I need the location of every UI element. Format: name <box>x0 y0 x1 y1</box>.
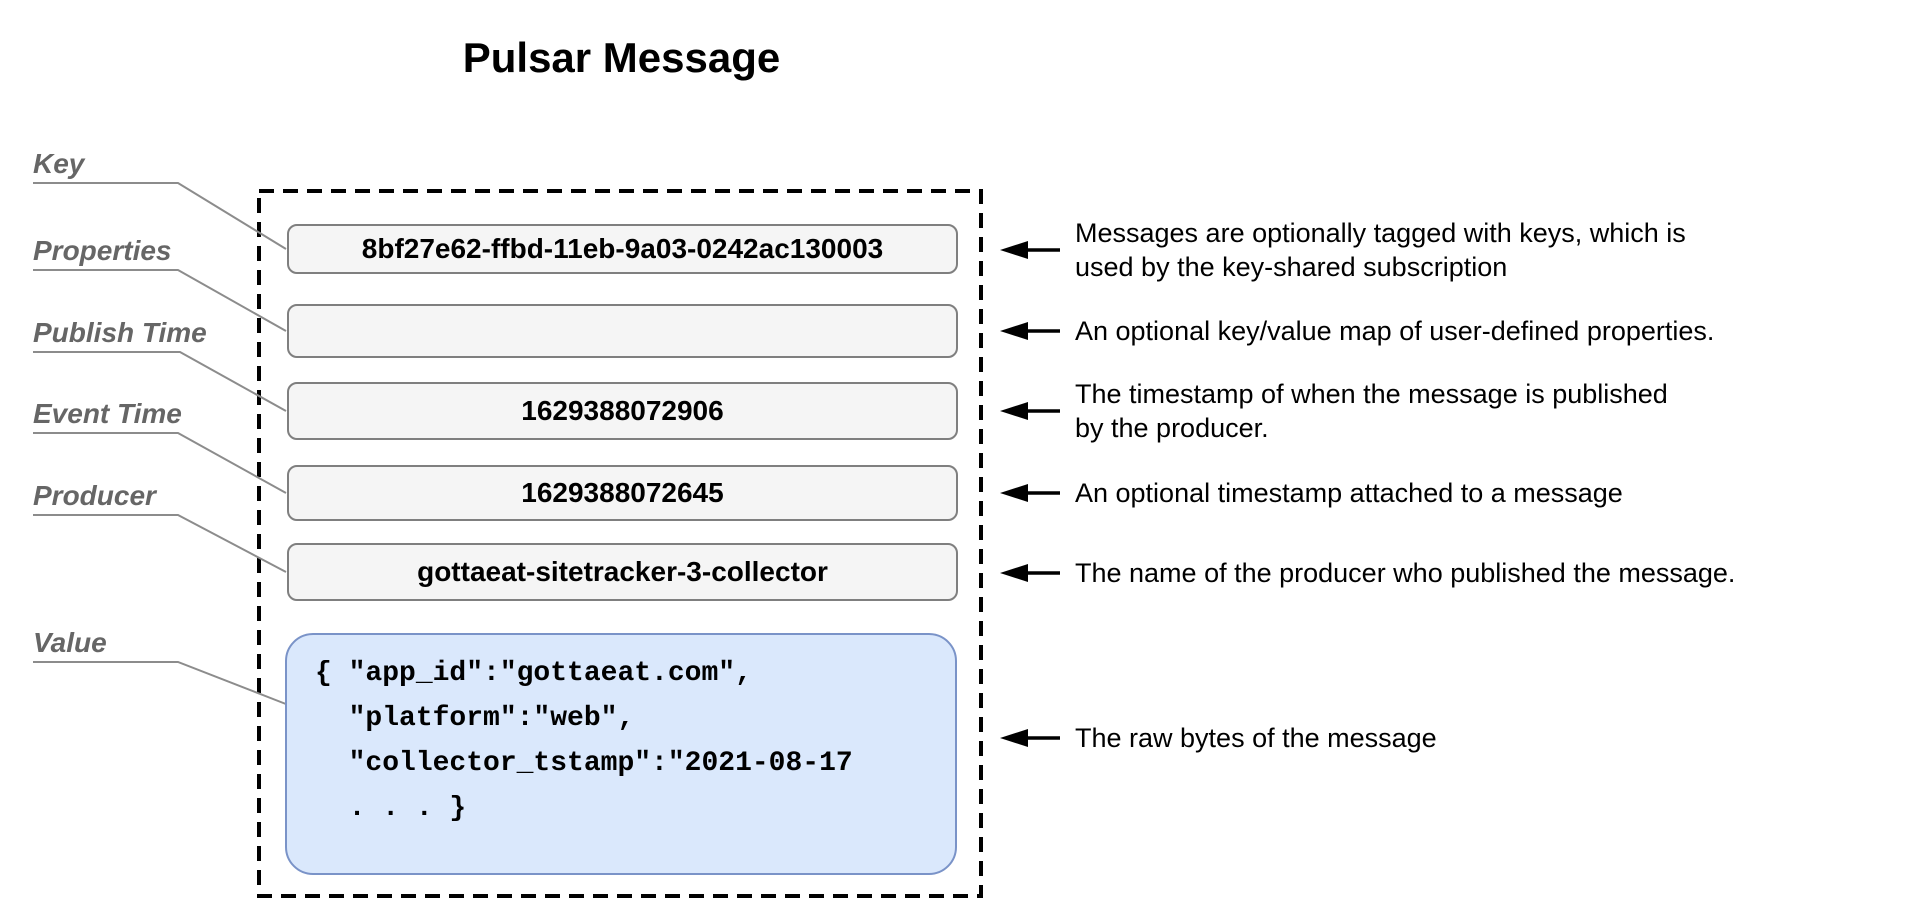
key-field-box: 8bf27e62-ffbd-11eb-9a03-0242ac130003 <box>287 224 958 274</box>
key-connector-line <box>33 182 287 250</box>
event-time-value: 1629388072645 <box>521 477 724 508</box>
key-arrow <box>1000 241 1060 259</box>
field-label-properties: Properties <box>33 235 172 266</box>
producer-value: gottaeat-sitetracker-3-collector <box>417 556 828 587</box>
diagram-title: Pulsar Message <box>462 34 781 81</box>
field-label-event-time: Event Time <box>33 398 182 429</box>
properties-arrow <box>1000 322 1060 340</box>
field-label-publish-time: Publish Time <box>33 317 207 348</box>
properties-connector-line <box>33 269 287 332</box>
field-label-value: Value <box>33 627 107 658</box>
publish-time-connector-line <box>33 351 287 412</box>
properties-field-box <box>287 304 958 358</box>
message-boundary-dashed-box <box>257 189 983 898</box>
publish-time-field-box: 1629388072906 <box>287 382 958 440</box>
value-arrow <box>1000 729 1060 747</box>
event-time-arrow <box>1000 484 1060 502</box>
key-annotation: Messages are optionally tagged with keys… <box>1075 218 1686 282</box>
producer-connector-line <box>33 514 287 573</box>
publish-time-value: 1629388072906 <box>521 395 724 426</box>
event-time-field-box: 1629388072645 <box>287 465 958 521</box>
producer-field-box: gottaeat-sitetracker-3-collector <box>287 543 958 601</box>
value-connector-line <box>33 661 292 707</box>
key-value: 8bf27e62-ffbd-11eb-9a03-0242ac130003 <box>361 233 884 264</box>
field-label-producer: Producer <box>33 480 156 511</box>
field-label-key: Key <box>33 148 85 179</box>
producer-annotation: The name of the producer who published t… <box>1075 558 1736 588</box>
publish-time-arrow <box>1000 402 1060 420</box>
value-annotation: The raw bytes of the message <box>1075 723 1437 753</box>
producer-arrow <box>1000 564 1060 582</box>
value-payload-json: { "app_id":"gottaeat.com", "platform":"w… <box>315 658 853 824</box>
event-time-connector-line <box>33 432 287 494</box>
properties-annotation: An optional key/value map of user-define… <box>1075 316 1715 346</box>
publish-time-annotation: The timestamp of when the message is pub… <box>1075 379 1668 443</box>
event-time-annotation: An optional timestamp attached to a mess… <box>1075 478 1623 508</box>
value-payload-box: { "app_id":"gottaeat.com", "platform":"w… <box>285 633 957 875</box>
